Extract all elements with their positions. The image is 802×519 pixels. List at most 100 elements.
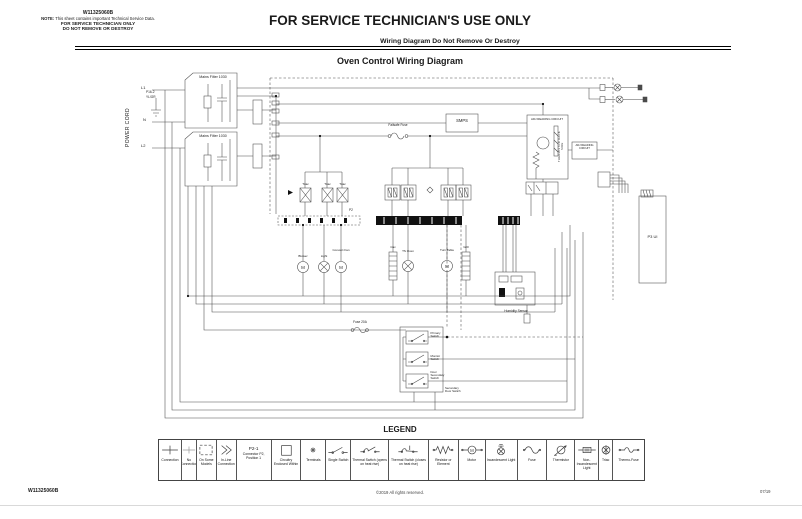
resistor-icon	[432, 445, 454, 454]
oven-lamp-symbols	[599, 83, 648, 104]
legend-item-connection: Connection	[159, 440, 181, 480]
cav-label: Cav	[390, 245, 396, 249]
footer-copyright: ©2019 All rights reserved.	[375, 489, 424, 495]
turn-table-label: Turn Table	[439, 247, 454, 252]
page-bottom-rule	[0, 505, 802, 506]
note-text: This sheet contains important Technical …	[55, 15, 155, 21]
convect-fan-motor-symbol	[335, 261, 347, 273]
thermal-switch-closes-icon	[398, 445, 419, 453]
legend-item-thermal-switch-opens: Thermal Switch (opens on heat rise)	[350, 440, 388, 480]
doc-number: W11325060B	[82, 10, 114, 16]
legend-title: LEGEND	[383, 425, 417, 434]
legend-item-in-line-connection: In-Line Connection	[215, 440, 236, 480]
ts-oven-lamp-symbol	[402, 260, 414, 272]
mains-filter-1-box	[184, 72, 238, 129]
adj-connector	[525, 179, 559, 216]
line-l2-label: L2	[141, 143, 146, 148]
light-symbol	[318, 261, 330, 273]
footer-date: 07/19	[760, 489, 771, 494]
page-subtitle: Wiring Diagram Do Not Remove Or Destroy	[380, 37, 520, 45]
warning-line-2: DO NOT REMOVE OR DESTROY	[62, 26, 134, 32]
mains-filter-2-label: Mains Filter 1030	[199, 133, 227, 138]
relay-bank	[384, 136, 472, 216]
connection-icon	[162, 445, 178, 454]
monitor-switch-label: Monitor Switch	[430, 353, 441, 361]
power-cord-lines	[151, 89, 185, 149]
humidity-sensor-label: Humidity Sensor	[504, 309, 528, 313]
door-switch-assembly	[399, 326, 575, 410]
footer-doc-number: W11325060B	[28, 488, 59, 494]
p3-ui-label: P3 UI	[647, 234, 658, 239]
page-title: FOR SERVICE TECHNICIAN'S USE ONLY	[268, 13, 531, 28]
thermistor-rack-label: THERMISTOR RACK SIDE	[557, 130, 564, 162]
legend-item-non-incandescent-light: Non-Incandescent Light	[574, 440, 598, 480]
legend-item-no-connection: No Connection	[180, 440, 196, 480]
incandescent-light-icon	[497, 443, 505, 455]
adj-reading-circuit-box	[526, 114, 569, 180]
legend-item-single-switch: Single Switch	[325, 440, 350, 480]
diagram-title: Oven Control Wiring Diagram	[337, 56, 463, 66]
thermal-switch-opens-icon	[360, 446, 380, 453]
adj-reading-circuit-2-box	[571, 141, 598, 160]
load-components	[297, 225, 471, 312]
motor-symbol-letter: M	[470, 447, 474, 452]
adj-reading-circuit-2-label: ADJ READING CIRCUIT	[575, 143, 594, 150]
in-line-connection-icon	[221, 444, 233, 455]
ts-oven-label: TS Oven	[402, 248, 414, 253]
legend-item-fuse: Fuse	[516, 440, 547, 480]
legend-item-terminals: Terminals	[300, 440, 325, 480]
header-left-block: W11325060B NOTE: This sheet contains imp…	[28, 10, 168, 32]
non-incandescent-light-icon	[577, 446, 596, 453]
fuse-20a-symbol	[350, 327, 369, 333]
note-line: NOTE: This sheet contains important Tech…	[28, 15, 168, 22]
turntable-motor-letter: M	[445, 264, 449, 269]
note-label: NOTE:	[41, 15, 55, 21]
legend-item-thermal-switch-closes: Thermal Switch (closes on heat rise)	[388, 440, 428, 480]
turn-table-motor-symbol	[441, 260, 453, 272]
connector-strip-p2	[277, 215, 361, 226]
legend-item-resistor: Resistor or Element	[427, 440, 458, 480]
no-connection-icon	[182, 446, 195, 453]
blower-motor-letter: M	[301, 265, 305, 270]
legend-item-thermistor: Thermistor	[546, 440, 574, 480]
circuitry-enclosed-icon	[281, 444, 292, 456]
convect-motor-letter: M	[339, 265, 343, 270]
legend-item-incandescent-light: Incandescent Light	[484, 440, 517, 480]
humidity-sensor-box	[494, 225, 536, 324]
primary-switch-label: Primary Switch	[430, 331, 441, 339]
motor-icon: M	[460, 445, 483, 454]
ground-pin-label: P16-2	[146, 89, 155, 94]
failsafe-fuse-symbol	[387, 132, 409, 140]
blower-motor-symbol	[297, 261, 309, 273]
terminals-icon	[311, 447, 316, 452]
grill-label: Grill	[463, 245, 469, 249]
adj-reading-circuit-1-label: ADJ READING CIRCUIT	[531, 116, 563, 121]
thermo-fuse-icon	[618, 446, 639, 453]
on-some-models-icon	[199, 444, 213, 455]
connector-strip-black	[376, 216, 520, 225]
inline-connector-2	[252, 143, 263, 169]
secondary-door-switch-label: Secondary Door Switch	[445, 385, 461, 393]
blower-label: Blower	[298, 254, 308, 258]
power-cord-label: POWER CORD	[125, 108, 131, 148]
triac-icon	[601, 444, 610, 455]
line-l1-label: L1	[141, 84, 146, 90]
door-secondary-switch-label: Door Secondary Switch	[430, 369, 445, 380]
fuse-icon	[522, 445, 541, 454]
board-pin-column	[271, 92, 280, 160]
smps-label: SMPS	[456, 118, 468, 123]
convect-fan-label: Convect Fan	[332, 247, 350, 252]
wiring-buses	[164, 90, 584, 419]
triac-2-label: Triac	[324, 181, 331, 186]
triac-3-label: Triac	[339, 181, 346, 186]
ground-symbol	[151, 98, 161, 117]
legend-table: Connection No Connection On Some Models …	[158, 439, 645, 481]
warning-line-1: FOR SERVICE TECHNICIAN ONLY	[60, 21, 136, 27]
p3-ui-board	[597, 171, 667, 284]
ground-color-label: YL/GR	[146, 94, 156, 99]
triac-1-label: Triac	[302, 181, 309, 186]
junction-dots	[186, 94, 545, 339]
line-n-label: N	[143, 117, 146, 122]
